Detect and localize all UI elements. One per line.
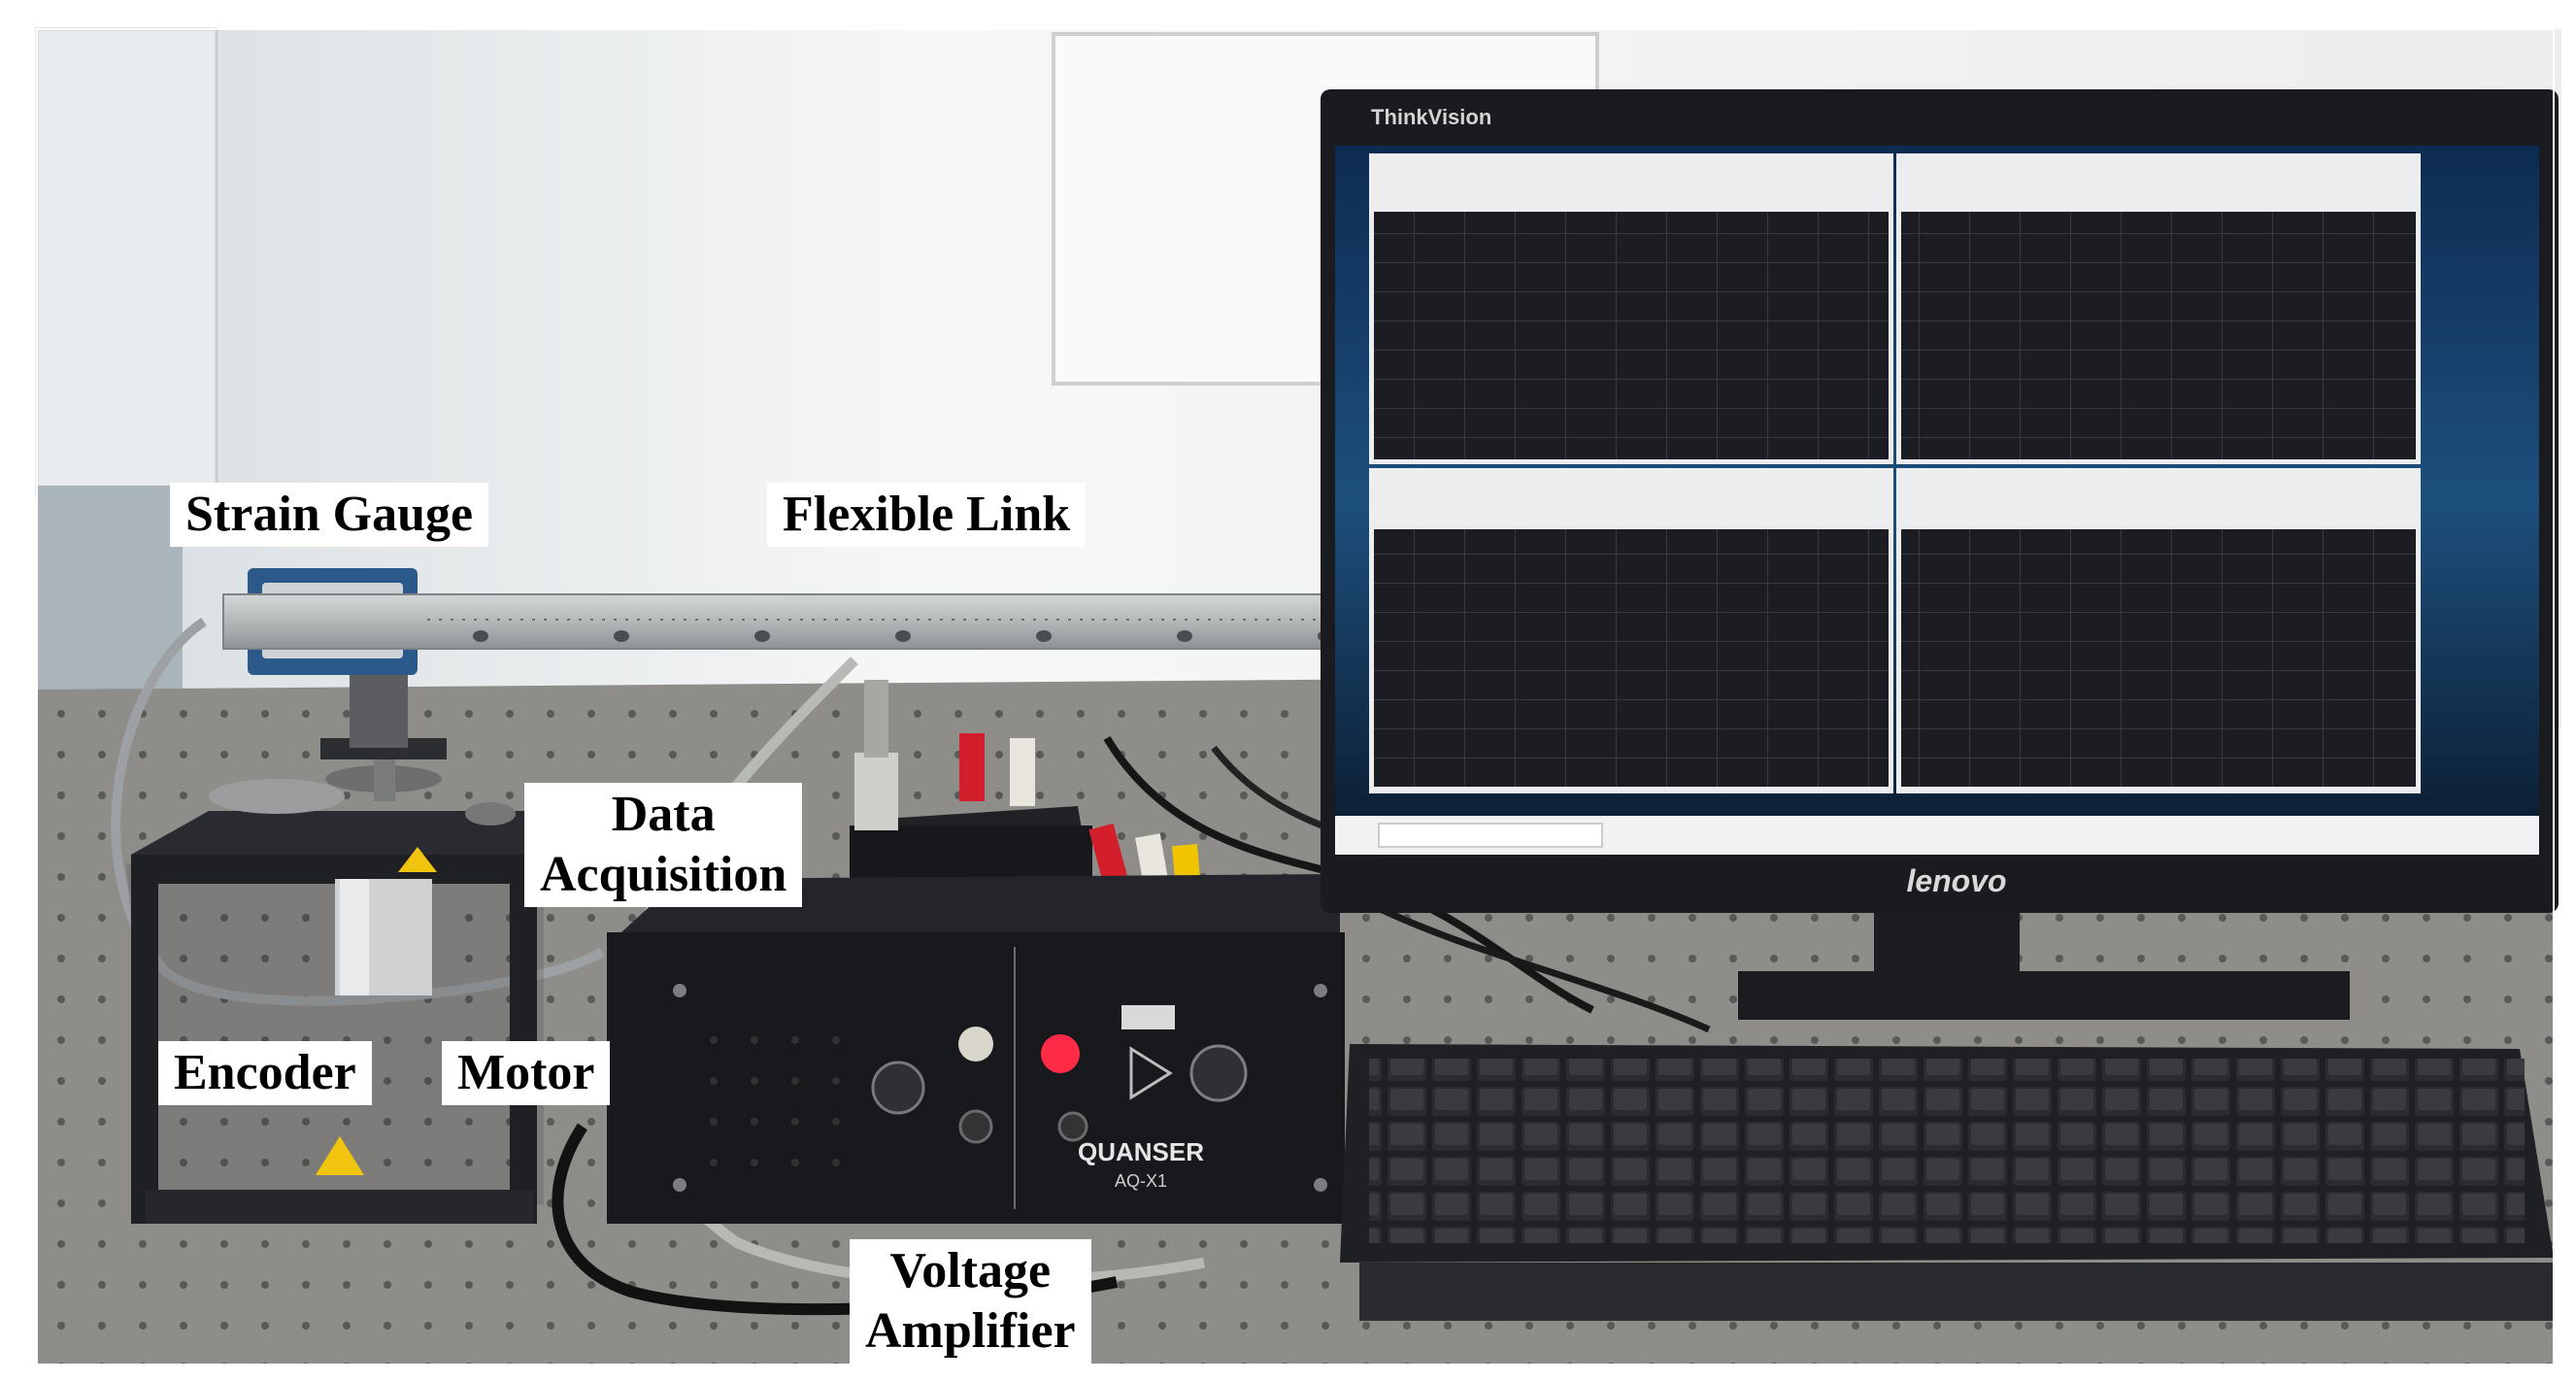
voltage-amplifier (607, 874, 1345, 1224)
label-motor: Motor (442, 1041, 611, 1105)
label-voltage-amplifier: Voltage Amplifier (850, 1239, 1091, 1364)
motor-stand (126, 670, 592, 1224)
monitor-brand-text: ThinkVision (1371, 105, 1491, 129)
monitor-logo-text: lenovo (1906, 863, 2006, 898)
monitor: ThinkVision lenovo (1321, 89, 2559, 1020)
label-data-acquisition: Data Acquisition (524, 783, 803, 907)
amplifier-brand-text: QUANSER (1078, 1137, 1204, 1166)
grey-cable (111, 617, 605, 1006)
amplifier-model-text: AQ-X1 (1115, 1171, 1167, 1191)
label-strain-gauge: Strain Gauge (170, 483, 489, 547)
keyboard (1340, 1044, 2554, 1321)
window-frame (35, 27, 218, 497)
label-encoder: Encoder (158, 1041, 372, 1105)
label-flexible-link: Flexible Link (767, 483, 1087, 547)
